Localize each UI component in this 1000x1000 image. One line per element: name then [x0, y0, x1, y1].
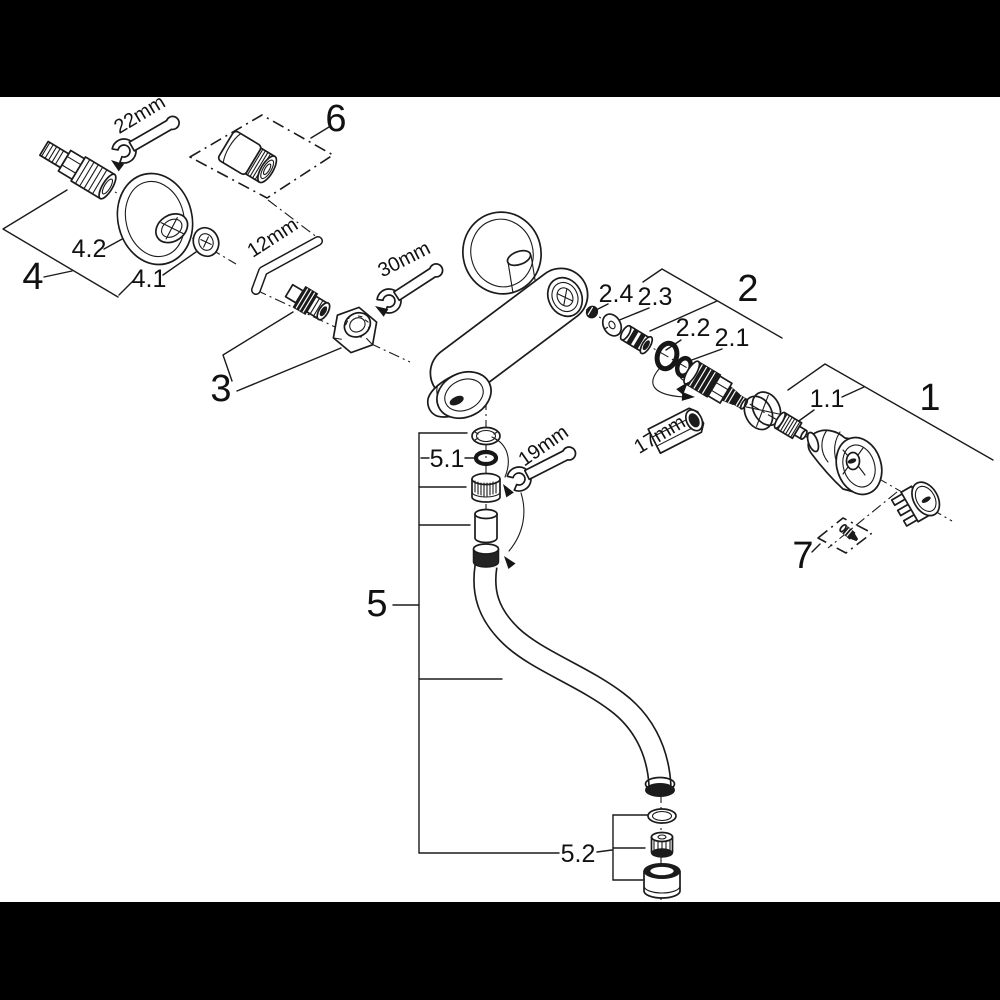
aerator-washer: [647, 808, 677, 824]
label-group-3: 3: [210, 368, 231, 410]
label-group-2: 2: [737, 268, 758, 310]
label-group-1: 1: [919, 377, 940, 419]
hex-key-12mm: [251, 236, 323, 295]
label-part-4-1: 4.1: [132, 265, 167, 293]
body-knob: [426, 370, 492, 420]
label-group-7: 7: [792, 535, 813, 577]
optional-part-box-6: [189, 114, 334, 199]
spout-end-ring: [644, 776, 676, 797]
handle-knob: [806, 429, 883, 496]
slip-ring: [471, 426, 501, 446]
label-part-2-1: 2.1: [715, 324, 750, 352]
adapter-part-6: [217, 130, 278, 184]
spout-o-ring: [473, 449, 499, 467]
escutcheon-rosette: [116, 172, 194, 266]
aerator-insert: [650, 831, 674, 858]
union-washer: [192, 226, 220, 258]
union-nut: [332, 306, 378, 354]
wall-union-fitting: [39, 140, 117, 200]
label-part-1-1: 1.1: [810, 385, 845, 413]
aerator-assembly: [643, 808, 681, 899]
socket-tool-17mm: [647, 407, 705, 455]
spout-spacer: [474, 508, 498, 544]
label-part-2-3: 2.3: [638, 283, 673, 311]
spout: [472, 543, 676, 797]
cartridge-port: [546, 276, 584, 318]
handle-cap: [890, 481, 941, 527]
spline-adapter: [773, 411, 808, 440]
check-valve-insert: [284, 283, 331, 321]
faucet-body: [426, 211, 589, 420]
o-ring-large: [654, 340, 680, 372]
cartridge-bushing: [619, 324, 654, 355]
label-group-4: 4: [22, 256, 43, 298]
wrench-19mm: [491, 436, 582, 570]
label-group-6: 6: [325, 98, 346, 140]
valve-cartridge: [683, 360, 749, 410]
spout-nut: [471, 472, 501, 503]
label-part-5-2: 5.2: [561, 840, 596, 868]
label-part-2-2: 2.2: [676, 314, 711, 342]
spout-mounting-parts: [471, 426, 501, 544]
cartridge-screw: [585, 305, 599, 319]
label-part-4-2: 4.2: [72, 235, 107, 263]
label-group-5: 5: [366, 583, 387, 625]
grub-screw-part-7: [839, 524, 859, 542]
label-part-2-4: 2.4: [599, 280, 634, 308]
cartridge-washer: [601, 313, 623, 337]
aerator-housing: [643, 863, 681, 899]
label-part-5-1: 5.1: [430, 445, 465, 473]
spout-collar: [472, 543, 500, 568]
